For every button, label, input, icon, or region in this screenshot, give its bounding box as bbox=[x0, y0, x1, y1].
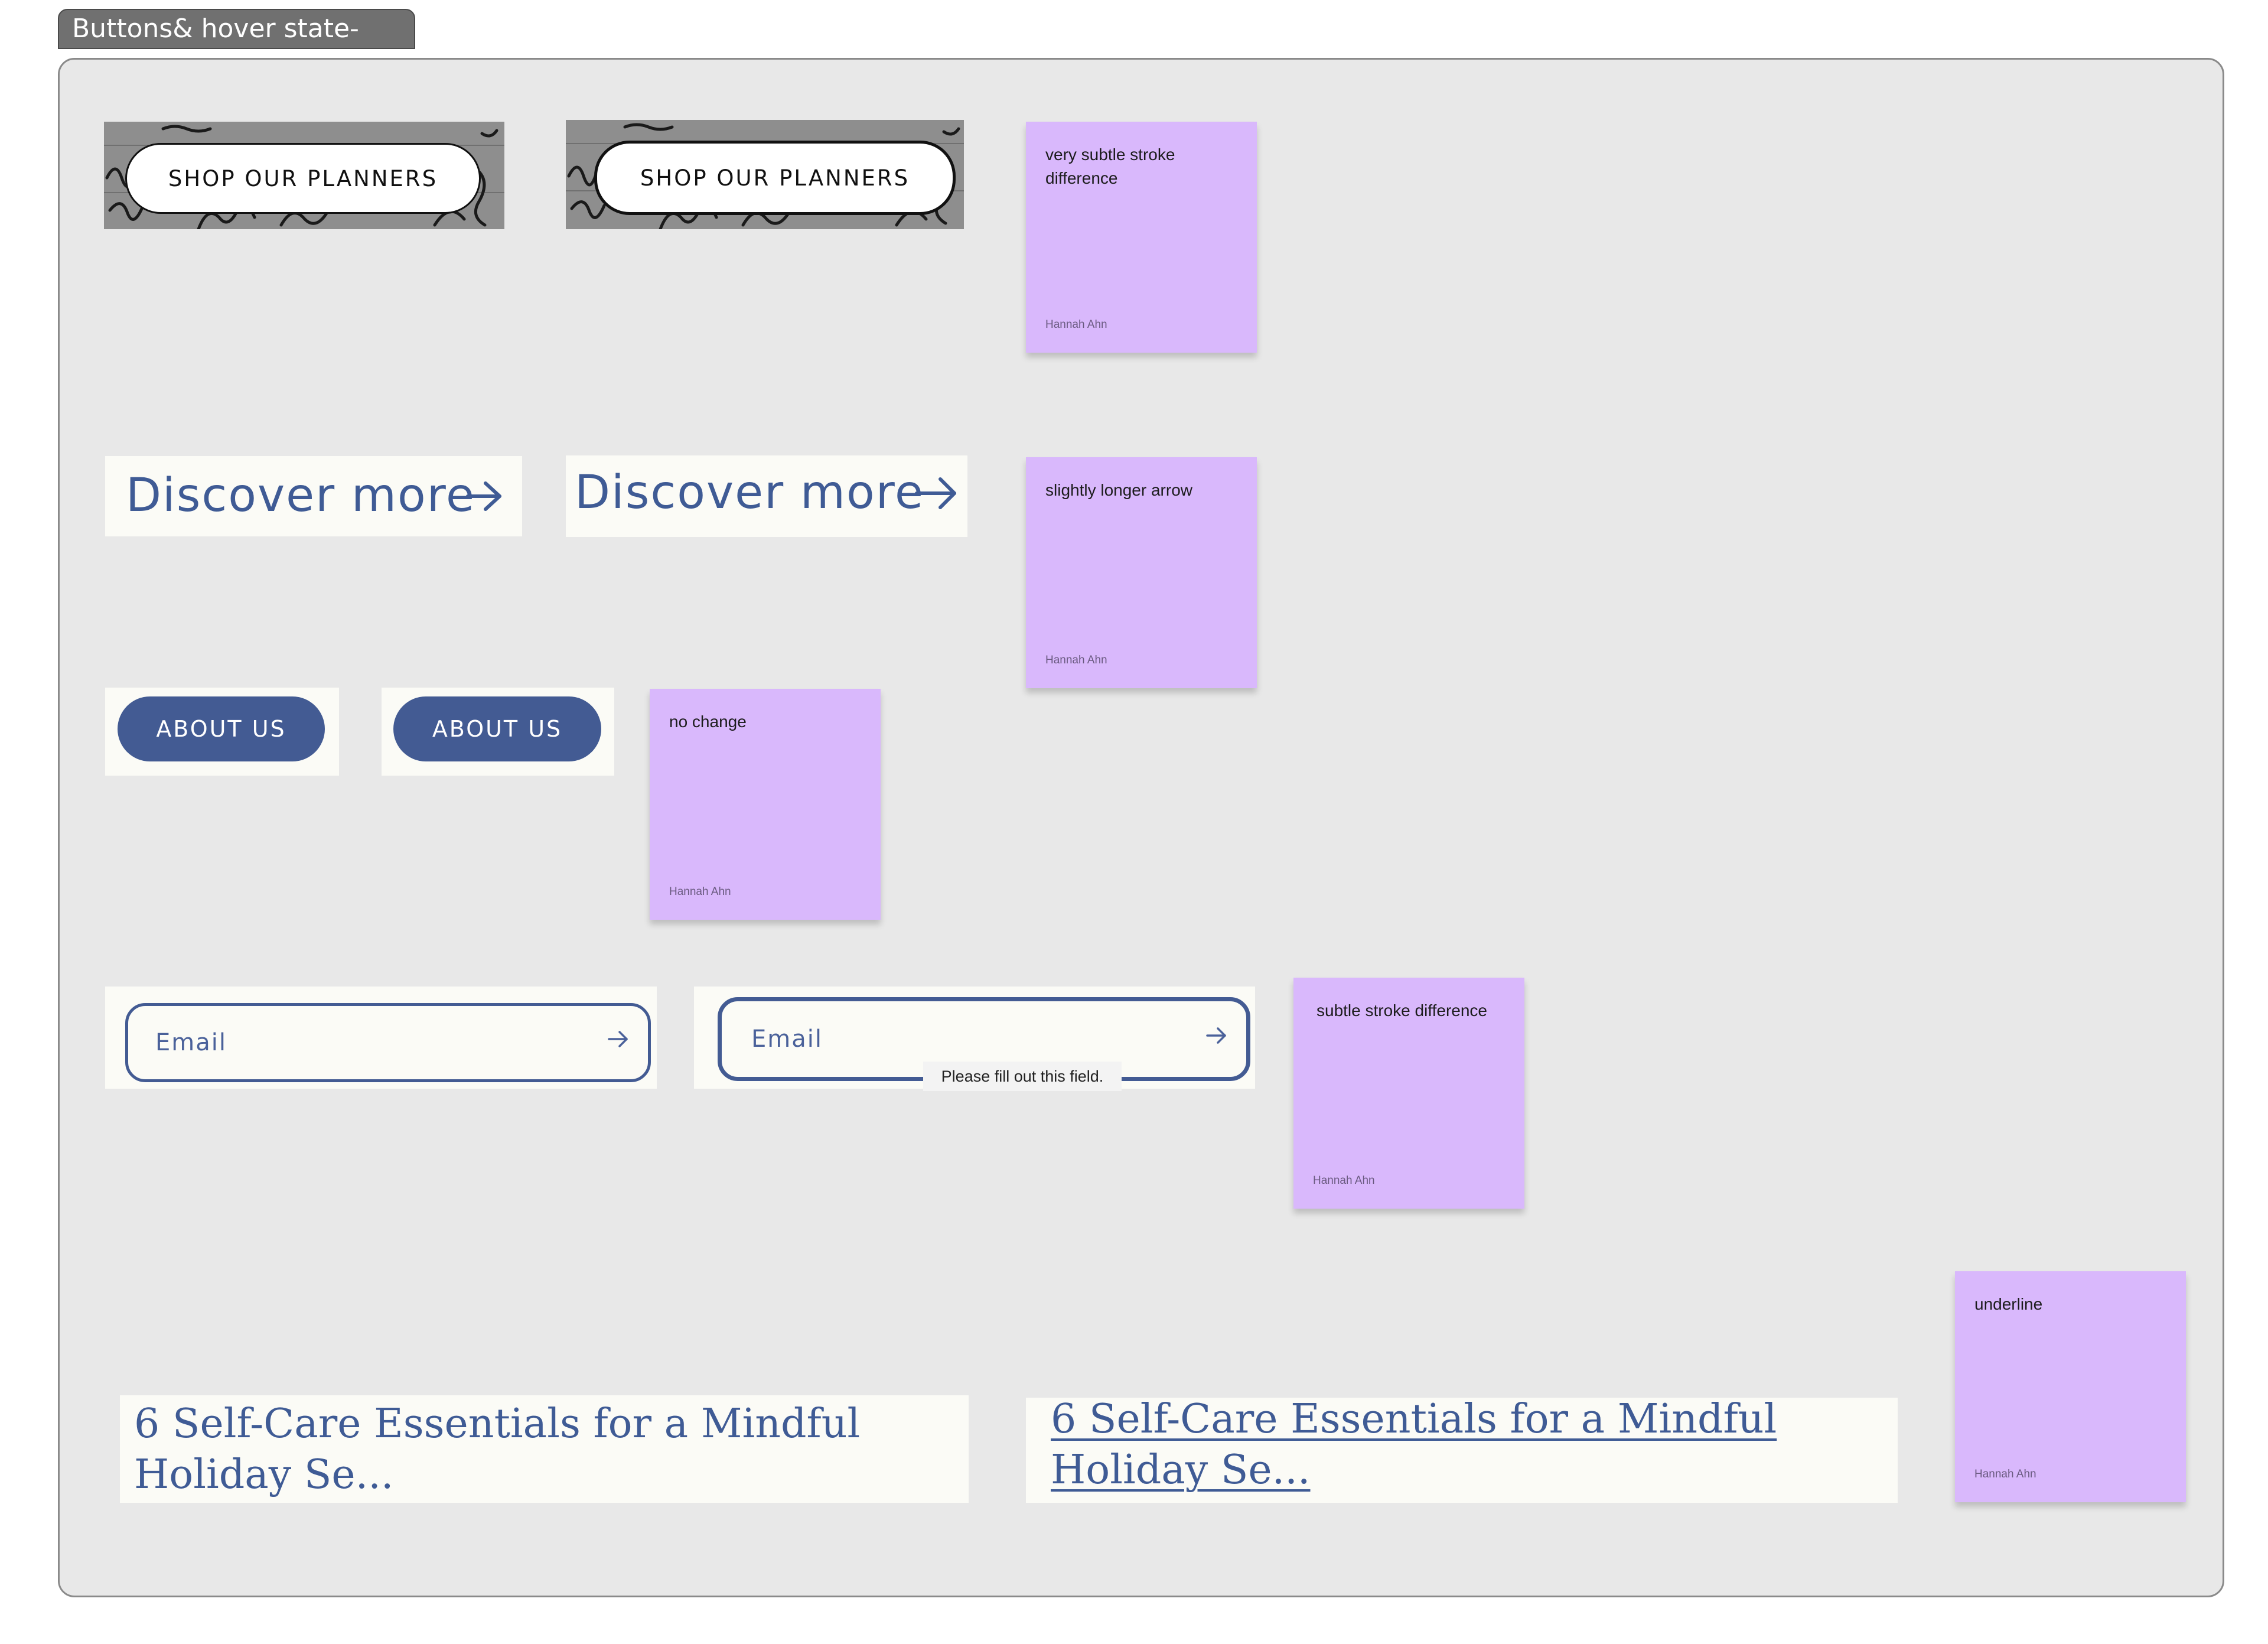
sticky-note-text: very subtle stroke difference bbox=[1045, 145, 1175, 187]
discover-more-container: Discover more bbox=[105, 456, 522, 536]
email-form-container-hover: Email Please fill out this field. bbox=[694, 987, 1255, 1091]
discover-more-link[interactable]: Discover more bbox=[126, 469, 476, 522]
about-us-button[interactable]: ABOUT US bbox=[118, 696, 325, 761]
handwriting-background-image-hover: SHOP OUR PLANNERS bbox=[566, 120, 964, 229]
sticky-note-text: slightly longer arrow bbox=[1045, 481, 1192, 499]
sticky-note-author: Hannah Ahn bbox=[1974, 1468, 2036, 1480]
email-input[interactable]: Email bbox=[125, 1003, 651, 1082]
sticky-note[interactable]: underline Hannah Ahn bbox=[1955, 1271, 2186, 1502]
sticky-note-text: underline bbox=[1974, 1295, 2043, 1313]
handwriting-background-image: SHOP OUR PLANNERS bbox=[104, 122, 504, 229]
about-us-container: ABOUT US bbox=[105, 688, 339, 776]
sticky-note[interactable]: very subtle stroke difference Hannah Ahn bbox=[1026, 122, 1257, 353]
shop-planners-button-hover[interactable]: SHOP OUR PLANNERS bbox=[594, 141, 956, 215]
email-form-container: Email bbox=[105, 987, 657, 1089]
article-title-link-hover[interactable]: 6 Self-Care Essentials for a Mindful Hol… bbox=[1051, 1396, 1777, 1493]
about-us-button-hover[interactable]: ABOUT US bbox=[393, 696, 601, 761]
submit-arrow-icon[interactable] bbox=[607, 1028, 630, 1050]
frame-label[interactable]: Buttons& hover state-Jean bbox=[58, 9, 415, 82]
submit-arrow-icon-hover[interactable] bbox=[1205, 1025, 1228, 1046]
email-placeholder: Email bbox=[155, 1029, 227, 1056]
sticky-note-author: Hannah Ahn bbox=[1045, 318, 1107, 331]
shop-planners-button[interactable]: SHOP OUR PLANNERS bbox=[125, 143, 481, 214]
email-placeholder-hover: Email bbox=[751, 1026, 823, 1053]
discover-more-link-hover[interactable]: Discover more bbox=[575, 466, 925, 519]
sticky-note[interactable]: subtle stroke difference Hannah Ahn bbox=[1293, 978, 1524, 1209]
about-us-container-hover: ABOUT US bbox=[382, 688, 614, 776]
sticky-note[interactable]: slightly longer arrow Hannah Ahn bbox=[1026, 457, 1257, 688]
sticky-note-text: no change bbox=[669, 712, 747, 731]
sticky-note-author: Hannah Ahn bbox=[1045, 654, 1107, 666]
discover-more-container-hover: Discover more bbox=[566, 455, 967, 537]
article-title-link[interactable]: 6 Self-Care Essentials for a Mindful Hol… bbox=[134, 1401, 861, 1498]
sticky-note-author: Hannah Ahn bbox=[669, 886, 731, 898]
sticky-note-text: subtle stroke difference bbox=[1317, 1001, 1487, 1020]
article-title-container-hover: 6 Self-Care Essentials for a Mindful Hol… bbox=[1026, 1396, 1898, 1503]
long-arrow-right-icon bbox=[915, 477, 956, 509]
sticky-note-author: Hannah Ahn bbox=[1313, 1174, 1375, 1187]
article-title-container: 6 Self-Care Essentials for a Mindful Hol… bbox=[120, 1395, 969, 1503]
sticky-note[interactable]: no change Hannah Ahn bbox=[650, 689, 881, 920]
validation-tooltip: Please fill out this field. bbox=[923, 1062, 1122, 1091]
arrow-right-icon bbox=[466, 481, 501, 511]
